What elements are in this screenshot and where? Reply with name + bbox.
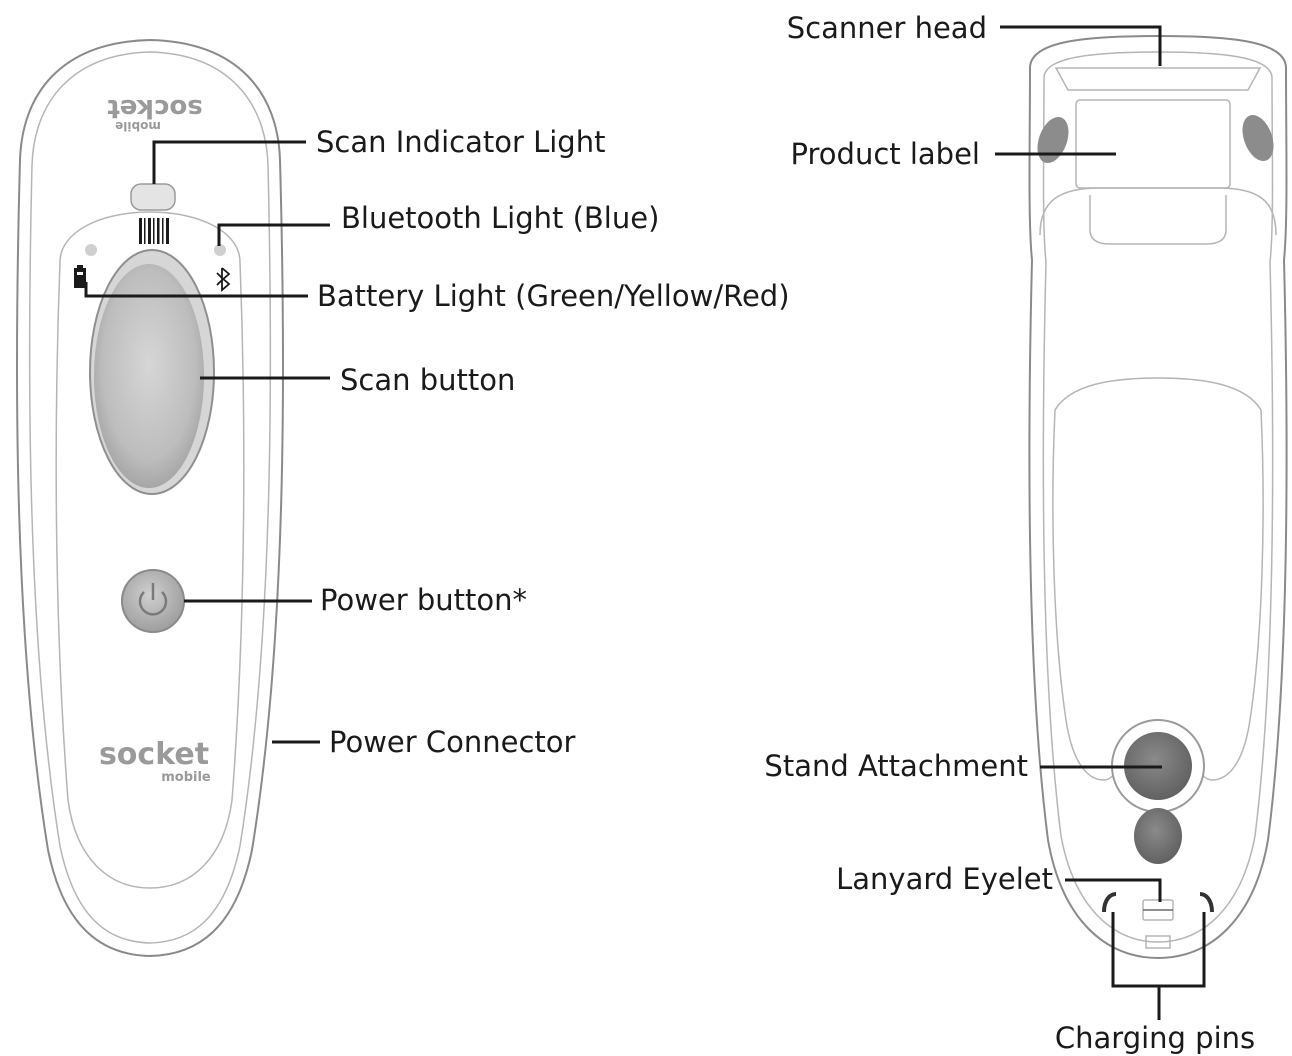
- rear-foot: [1134, 808, 1182, 864]
- bottom-logo-brand: socket: [99, 737, 209, 772]
- product-label-frame: [1039, 187, 1277, 236]
- front-body-inner-outline: [28, 51, 272, 944]
- front-callout-lines: [84, 140, 330, 744]
- label-scan-indicator-light: Scan Indicator Light: [316, 125, 605, 159]
- label-lanyard-eyelet: Lanyard Eyelet: [836, 862, 1053, 896]
- product-label-tab: [1089, 195, 1227, 245]
- top-logo: socket mobile: [107, 93, 202, 133]
- battery-light-dot: [85, 244, 97, 256]
- label-power-connector: Power Connector: [329, 725, 576, 759]
- bottom-logo: socket mobile: [99, 737, 211, 785]
- left-grip: [1037, 116, 1069, 164]
- bluetooth-light-dot: [214, 244, 226, 256]
- scanner-head-window: [1054, 67, 1262, 91]
- label-scan-button: Scan button: [340, 363, 515, 397]
- front-face-panel: [55, 211, 245, 889]
- label-product-label: Product label: [791, 137, 980, 171]
- power-button[interactable]: [121, 569, 185, 633]
- left-charging-pin: [1102, 892, 1117, 913]
- bottom-logo-sub: mobile: [161, 770, 211, 785]
- label-scanner-head: Scanner head: [787, 11, 987, 45]
- label-bluetooth-light: Bluetooth Light (Blue): [341, 201, 659, 235]
- top-logo-sub: mobile: [115, 119, 161, 133]
- back-callout-lines: [995, 25, 1206, 1020]
- product-label: [1075, 99, 1231, 189]
- back-scanner: [1028, 34, 1288, 960]
- back-center-panel: [1052, 377, 1264, 781]
- back-body-inner-outline: [1042, 51, 1274, 943]
- back-body-outline: [1028, 34, 1288, 960]
- scan-button[interactable]: [94, 264, 204, 488]
- scan-indicator-light: [130, 183, 176, 211]
- right-charging-pin: [1199, 892, 1214, 913]
- bottom-slot: [1145, 935, 1171, 949]
- right-grip: [1242, 114, 1274, 162]
- front-scanner: socket mobile: [15, 38, 285, 958]
- label-charging-pins: Charging pins: [1055, 1021, 1255, 1055]
- label-stand-attachment: Stand Attachment: [764, 749, 1028, 783]
- label-power-button: Power button*: [320, 583, 527, 617]
- label-battery-light: Battery Light (Green/Yellow/Red): [317, 279, 790, 313]
- barcode-icon: [139, 218, 169, 244]
- battery-icon: [74, 265, 86, 288]
- top-logo-brand: socket: [107, 93, 202, 123]
- bluetooth-icon: [216, 267, 231, 292]
- power-icon: [138, 583, 168, 616]
